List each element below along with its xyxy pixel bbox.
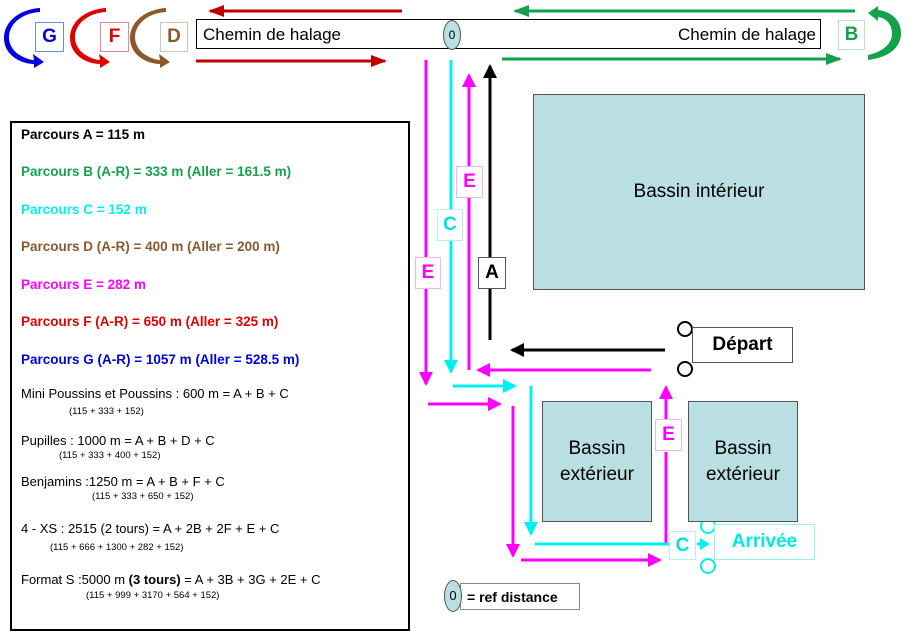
- loop-label-g: G: [35, 22, 64, 52]
- format-s-detail: (115 + 999 + 3170 + 564 + 152): [86, 590, 220, 601]
- loop-arrow-b: [868, 6, 902, 60]
- pool-outdoor-1-line1: Bassin: [568, 437, 626, 459]
- route-e-return-left-arrowhead: [476, 363, 490, 377]
- path-label-e-left: E: [415, 257, 441, 289]
- route-a-ascend-arrowhead: [483, 64, 497, 78]
- pool-outdoor-2: Bassin extérieur: [688, 401, 798, 522]
- legend-parcours-f: Parcours F (A-R) = 650 m (Aller = 325 m): [21, 314, 279, 329]
- format-4xs-detail: (115 + 666 + 1300 + 282 + 152): [50, 542, 184, 553]
- ref-legend-box: = ref distance: [460, 583, 580, 610]
- legend-panel: Parcours A = 115 m Parcours B (A-R) = 33…: [10, 121, 410, 631]
- format-s-post: = A + 3B + 3G + 2E + C: [180, 572, 321, 587]
- path-label-e-lower: E: [655, 419, 682, 451]
- loop-label-f: F: [100, 22, 129, 52]
- loop-arrow-d: [130, 8, 170, 68]
- route-c-descend-lower-arrowhead: [524, 522, 538, 536]
- finish-marker-bottom: [700, 558, 716, 574]
- path-label-a: A: [478, 257, 506, 289]
- format-pupilles: Pupilles : 1000 m = A + B + D + C: [21, 433, 215, 448]
- tow-arrow-left-green-arrowhead: [513, 5, 529, 17]
- legend-parcours-c: Parcours C = 152 m: [21, 202, 147, 217]
- towpath-label-right: Chemin de halage: [678, 25, 816, 44]
- pool-outdoor-2-line1: Bassin: [714, 437, 772, 459]
- legend-parcours-d: Parcours D (A-R) = 400 m (Aller = 200 m): [21, 239, 280, 254]
- format-4xs: 4 - XS : 2515 (2 tours) = A + 2B + 2F + …: [21, 521, 280, 536]
- legend-parcours-a: Parcours A = 115 m: [21, 127, 145, 142]
- ref-legend-zero: 0: [444, 580, 462, 612]
- loop-label-d: D: [160, 22, 188, 52]
- pool-outdoor-2-line2: extérieur: [706, 463, 780, 485]
- ref-zero-marker: 0: [443, 20, 461, 50]
- format-s-pre: Format S :5000 m: [21, 572, 129, 587]
- pool-outdoor-1: Bassin extérieur: [542, 401, 652, 522]
- path-label-c-finish: C: [669, 531, 696, 560]
- legend-parcours-g: Parcours G (A-R) = 1057 m (Aller = 528.5…: [21, 352, 300, 367]
- pool-indoor: Bassin intérieur: [533, 94, 865, 290]
- pool-indoor-label: Bassin intérieur: [633, 181, 765, 202]
- towpath-bar: Chemin de halage Chemin de halage: [196, 19, 821, 49]
- loop-label-b: B: [838, 20, 865, 50]
- finish-label: Arrivée: [714, 524, 815, 560]
- route-e-ascend-to-towpath-arrowhead: [462, 73, 476, 87]
- tow-arrow-right-red-arrowhead: [371, 55, 387, 67]
- loop-arrow-f: [70, 8, 110, 68]
- format-benjamins: Benjamins :1250 m = A + B + F + C: [21, 474, 225, 489]
- start-marker-bottom: [677, 361, 693, 377]
- legend-parcours-b: Parcours B (A-R) = 333 m (Aller = 161.5 …: [21, 164, 292, 179]
- route-e-descend-left-arrowhead: [419, 372, 433, 386]
- tow-arrow-left-red-arrowhead: [208, 5, 224, 17]
- path-label-c: C: [437, 209, 463, 241]
- start-marker-top: [677, 321, 693, 337]
- path-label-e-mid: E: [456, 166, 483, 198]
- towpath-label-left: Chemin de halage: [203, 25, 341, 44]
- ref-legend-text: = ref distance: [467, 589, 558, 605]
- route-c-descend-arrowhead: [444, 360, 458, 374]
- start-label: Départ: [692, 327, 793, 363]
- format-s: Format S :5000 m (3 tours) = A + 3B + 3G…: [21, 572, 321, 587]
- tow-arrow-right-green-arrowhead: [826, 53, 842, 65]
- pool-outdoor-1-line2: extérieur: [560, 463, 634, 485]
- format-benjamins-detail: (115 + 333 + 650 + 152): [92, 491, 194, 502]
- format-mini-poussins: Mini Poussins et Poussins : 600 m = A + …: [21, 386, 289, 401]
- route-e-to-lower-arrowhead: [488, 397, 502, 411]
- route-e-descend-lower-arrowhead: [506, 544, 520, 558]
- format-s-bold: (3 tours): [128, 572, 181, 587]
- loop-arrow-g: [4, 8, 44, 68]
- format-pupilles-detail: (115 + 333 + 400 + 152): [59, 450, 161, 461]
- route-e-ascend-right-arrowhead: [659, 385, 673, 399]
- format-mini-poussins-detail: (115 + 333 + 152): [69, 406, 144, 417]
- route-a-from-start-arrowhead: [510, 343, 524, 357]
- route-c-finish-tip-arrowhead: [700, 538, 710, 550]
- legend-parcours-e: Parcours E = 282 m: [21, 277, 146, 292]
- route-e-bottom-right-arrowhead: [648, 553, 662, 567]
- route-c-to-lower-arrowhead: [503, 379, 517, 393]
